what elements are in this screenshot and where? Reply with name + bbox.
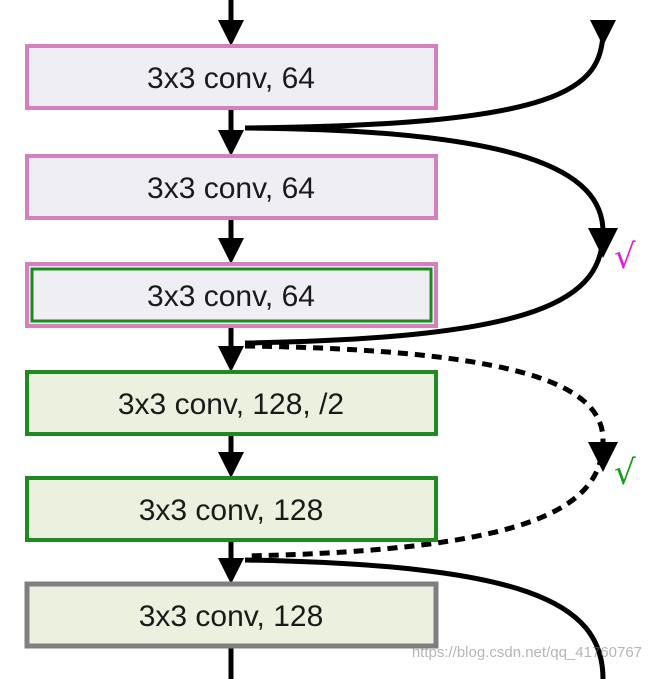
arrowhead-into-node-4 bbox=[218, 346, 244, 372]
arrowhead-skip-1 bbox=[588, 228, 618, 258]
check-mark-pink: √ bbox=[614, 237, 636, 277]
skip-connections bbox=[244, 20, 618, 679]
arrowhead-into-node-1 bbox=[218, 20, 244, 46]
node-5-label: 3x3 conv, 128 bbox=[139, 494, 324, 527]
arrowhead-into-node-6 bbox=[218, 558, 244, 584]
arrowhead-into-node-2 bbox=[218, 130, 244, 156]
arrowhead-into-node-5 bbox=[218, 452, 244, 478]
trunk-arrows bbox=[218, 0, 244, 679]
arrowhead-skip-2 bbox=[588, 442, 618, 472]
skip-connection-3 bbox=[244, 557, 606, 679]
node-5: 3x3 conv, 128 bbox=[25, 476, 438, 542]
arrowhead-into-node-3 bbox=[218, 238, 244, 264]
check-mark-green: √ bbox=[614, 453, 636, 493]
node-6: 3x3 conv, 128 bbox=[24, 581, 439, 649]
node-4-label: 3x3 conv, 128, /2 bbox=[118, 388, 344, 421]
node-6-label: 3x3 conv, 128 bbox=[139, 600, 324, 633]
node-3: 3x3 conv, 64 bbox=[25, 262, 438, 328]
skip-connection-2-dashed bbox=[244, 343, 606, 559]
watermark: https://blog.csdn.net/qq_41760767 bbox=[411, 644, 642, 661]
arrowhead-skip-incoming bbox=[590, 20, 616, 46]
node-1: 3x3 conv, 64 bbox=[25, 44, 438, 110]
node-3-label: 3x3 conv, 64 bbox=[147, 280, 315, 313]
node-2: 3x3 conv, 64 bbox=[25, 154, 438, 220]
skip-connection-incoming bbox=[244, 29, 606, 131]
node-2-label: 3x3 conv, 64 bbox=[147, 172, 315, 205]
node-1-label: 3x3 conv, 64 bbox=[147, 62, 315, 95]
node-4: 3x3 conv, 128, /2 bbox=[25, 370, 438, 436]
